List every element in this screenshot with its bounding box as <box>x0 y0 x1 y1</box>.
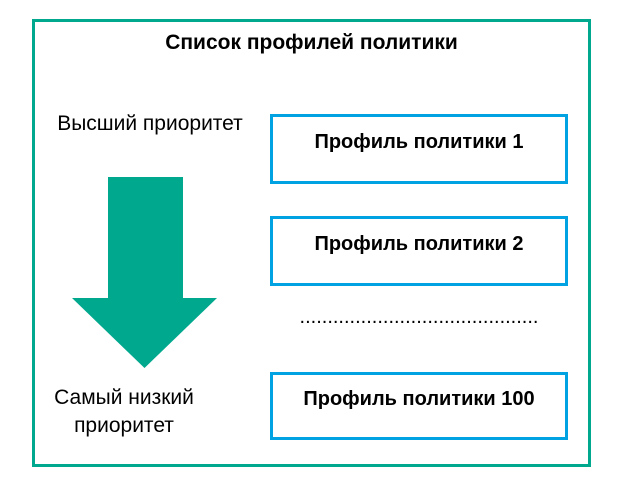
down-arrow-shape <box>72 177 217 368</box>
highest-priority-label: Высший приоритет <box>57 112 243 135</box>
diagram-title: Список профилей политики <box>165 31 458 54</box>
policy-profile-100-box: Профиль политики 100 <box>270 372 568 440</box>
lowest-priority-label: Самый низкий приоритет <box>54 386 194 437</box>
diagram-frame: Список профилей политики Высший приорите… <box>32 19 591 467</box>
policy-profile-2-label: Профиль политики 2 <box>314 232 524 255</box>
policy-profile-1-box: Профиль политики 1 <box>270 114 568 184</box>
priority-down-arrow-icon <box>72 177 217 368</box>
ellipsis-dots: ........................................… <box>299 306 539 328</box>
policy-profile-100-label: Профиль политики 100 <box>303 387 535 410</box>
policy-profile-1-label: Профиль политики 1 <box>314 130 524 153</box>
policy-profile-2-box: Профиль политики 2 <box>270 216 568 286</box>
